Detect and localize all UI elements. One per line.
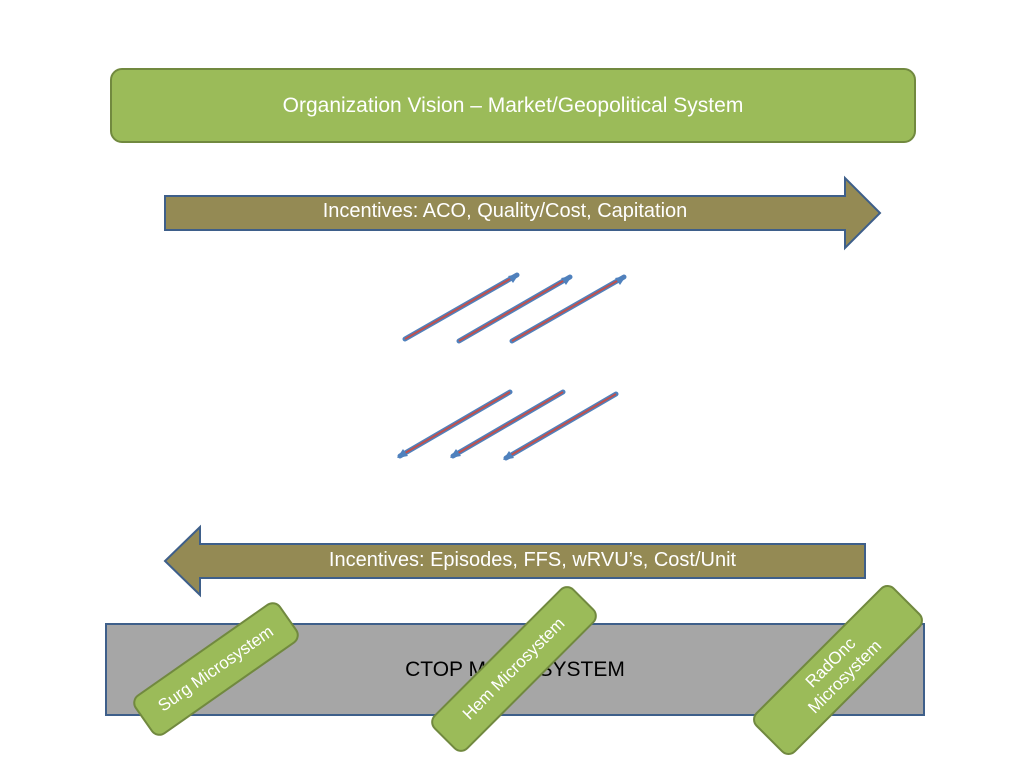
up-arrow-3: [509, 274, 627, 344]
down-arrow-1: [397, 389, 513, 459]
upward-small-arrows: [402, 272, 627, 344]
down-arrow-2: [450, 389, 566, 459]
up-arrow-1: [402, 272, 520, 342]
top-incentive-arrow: [164, 175, 882, 251]
bottom-arrow-label: Incentives: Episodes, FFS, wRVU’s, Cost/…: [328, 549, 737, 571]
down-arrow-3: [503, 391, 619, 461]
bottom-incentive-arrow: [163, 524, 866, 598]
downward-small-arrows: [397, 389, 619, 461]
up-arrow-2: [456, 274, 573, 344]
top-arrow-label: Incentives: ACO, Quality/Cost, Capitatio…: [322, 200, 688, 222]
organization-vision-box: Organization Vision – Market/Geopolitica…: [110, 68, 916, 143]
organization-vision-label: Organization Vision – Market/Geopolitica…: [282, 93, 744, 117]
